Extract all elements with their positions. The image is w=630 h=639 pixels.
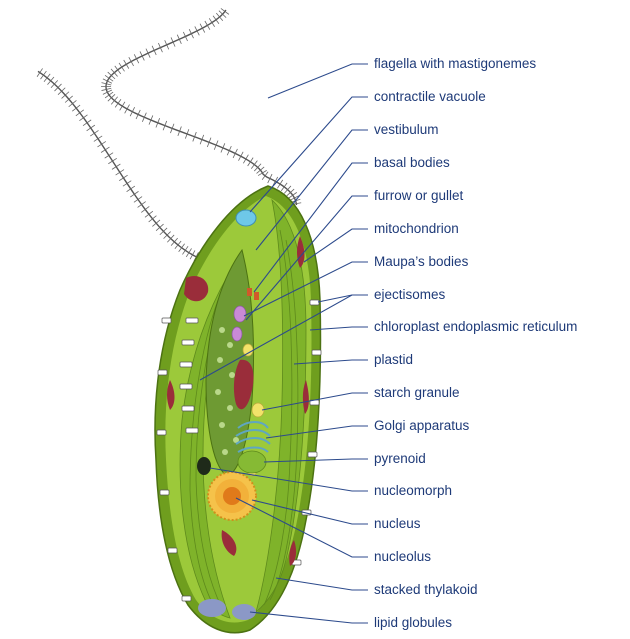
mastigoneme: [44, 74, 50, 82]
label-chloroplast-endoplasmic-reticulum: chloroplast endoplasmic reticulum: [374, 319, 577, 334]
mastigoneme: [79, 115, 87, 121]
mastigoneme: [116, 170, 124, 175]
leader-line: [276, 578, 368, 590]
label-ejectisomes: ejectisomes: [374, 287, 446, 302]
label-flagella-with-mastigonemes: flagella with mastigonemes: [374, 56, 536, 71]
labels: flagella with mastigonemes contractile va…: [374, 56, 577, 630]
mastigoneme: [124, 60, 129, 69]
mastigoneme: [277, 180, 282, 188]
mastigoneme: [37, 68, 43, 76]
nucleus: [208, 472, 256, 520]
mastigoneme: [112, 164, 120, 169]
mastigoneme: [105, 153, 113, 158]
mastigoneme: [141, 206, 149, 212]
mastigoneme: [119, 175, 127, 180]
mastigoneme: [41, 71, 47, 79]
mastigoneme: [129, 57, 134, 66]
label-lipid-globules: lipid globules: [374, 615, 452, 630]
mastigoneme: [186, 248, 191, 257]
mastigoneme: [130, 107, 134, 116]
label-nucleus: nucleus: [374, 516, 421, 531]
leader-line: [250, 612, 368, 623]
leader-line: [318, 295, 368, 302]
label-nucleolus: nucleolus: [374, 549, 431, 564]
mastigoneme: [213, 16, 219, 24]
mastigoneme: [200, 24, 205, 33]
label-vestibulum: vestibulum: [374, 122, 439, 137]
cell-body: [155, 186, 321, 633]
label-starch-granule: starch granule: [374, 385, 460, 400]
mastigoneme: [134, 54, 139, 63]
mastigoneme: [182, 246, 188, 254]
mastigoneme: [134, 197, 142, 203]
nucleomorph: [197, 457, 211, 475]
mastigoneme: [87, 125, 95, 131]
mastigoneme: [90, 130, 98, 136]
mastigoneme: [130, 191, 138, 197]
mastigoneme: [94, 136, 102, 142]
mastigoneme: [72, 105, 80, 111]
label-pyrenoid: pyrenoid: [374, 451, 426, 466]
mastigoneme: [195, 26, 199, 35]
label-mitochondrion: mitochondrion: [374, 221, 459, 236]
mastigoneme: [120, 102, 125, 111]
mastigoneme: [127, 186, 135, 192]
label-stacked-thylakoid: stacked thylakoid: [374, 582, 478, 597]
mastigoneme: [145, 211, 153, 217]
mastigoneme: [281, 183, 287, 191]
label-golgi-apparatus: Golgi apparatus: [374, 418, 470, 433]
mastigoneme: [83, 120, 91, 126]
mastigoneme: [97, 141, 105, 146]
mastigoneme: [248, 158, 253, 166]
mastigoneme: [149, 216, 157, 222]
mastigoneme: [238, 152, 243, 161]
mastigoneme: [119, 63, 124, 71]
label-furrow-or-gullet: furrow or gullet: [374, 188, 464, 203]
leader-line: [268, 64, 368, 98]
mastigoneme: [190, 250, 195, 259]
mastigoneme: [108, 158, 116, 163]
label-nucleomorph: nucleomorph: [374, 483, 452, 498]
mastigoneme: [101, 147, 109, 152]
mastigoneme: [205, 21, 210, 30]
pyrenoid: [238, 451, 266, 473]
mastigoneme: [125, 105, 130, 114]
label-maupa-s-bodies: Maupa’s bodies: [374, 254, 469, 269]
label-contractile-vacuole: contractile vacuole: [374, 89, 486, 104]
mastigoneme: [175, 241, 181, 249]
label-plastid: plastid: [374, 352, 413, 367]
mastigoneme: [251, 161, 257, 169]
mastigoneme: [115, 99, 121, 107]
mastigoneme: [115, 66, 121, 74]
mastigoneme: [209, 18, 214, 26]
mastigoneme: [138, 202, 146, 208]
nucleolus: [223, 487, 241, 505]
mastigoneme: [243, 155, 248, 164]
mastigoneme: [76, 110, 84, 116]
mastigoneme: [179, 244, 185, 252]
mastigoneme: [123, 181, 131, 187]
label-basal-bodies: basal bodies: [374, 155, 450, 170]
contractile-vacuole: [236, 210, 256, 226]
